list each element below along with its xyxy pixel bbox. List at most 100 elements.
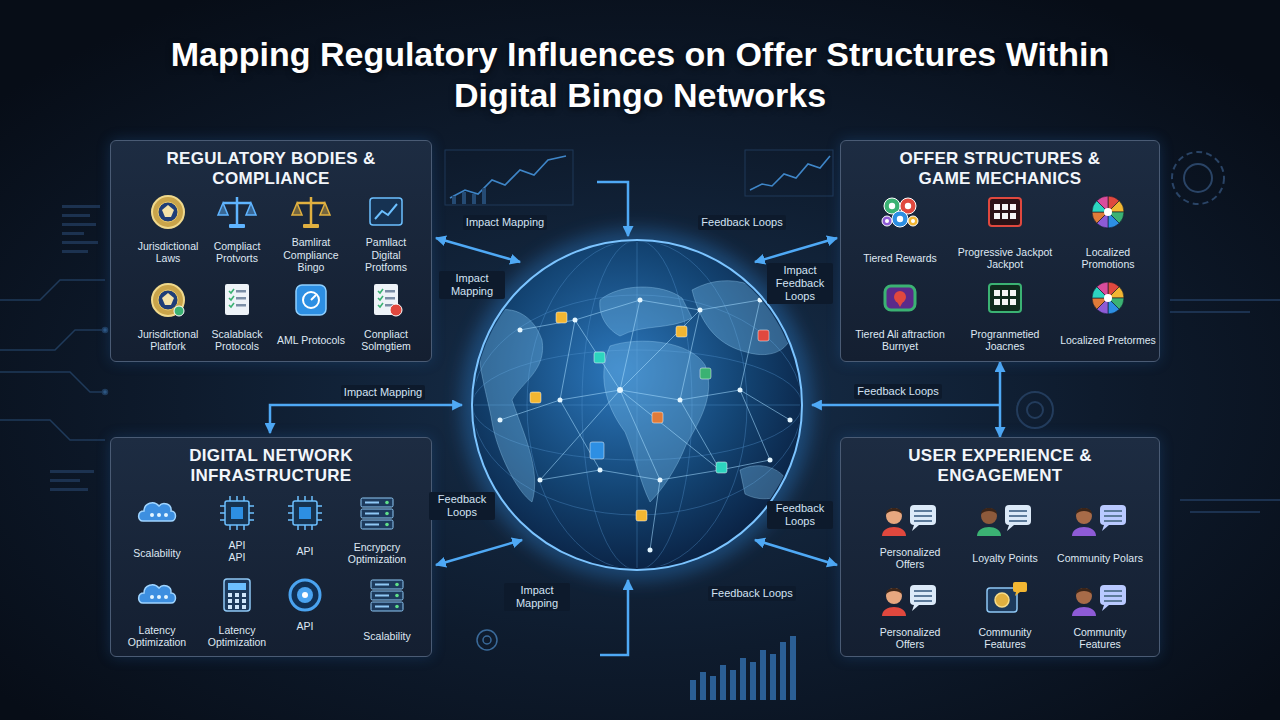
decor-shape xyxy=(716,462,727,473)
icon-part xyxy=(908,216,918,226)
icon-part xyxy=(395,605,399,609)
decor-shape xyxy=(676,326,687,337)
decor-shape xyxy=(598,468,603,473)
icon-part xyxy=(164,595,168,599)
icon-part xyxy=(242,593,246,597)
icon-part xyxy=(989,198,1021,226)
icon-part xyxy=(229,525,231,530)
decor-shape xyxy=(530,392,541,403)
icon-part xyxy=(229,224,245,228)
icon-part xyxy=(158,290,178,310)
icon-part xyxy=(139,503,176,521)
flow-label: Feedback Loops xyxy=(698,215,785,230)
label-holder: Impact Mapping xyxy=(439,271,505,299)
icon-part xyxy=(989,284,1021,312)
icon-part xyxy=(317,519,322,521)
label-holder: Compliact Protvorts xyxy=(201,240,273,265)
decor-shape xyxy=(758,330,769,341)
decor-shape xyxy=(745,150,833,196)
icon-caption: Scalability xyxy=(363,630,410,643)
icon-part xyxy=(1076,588,1092,594)
icon-part xyxy=(288,519,293,521)
flow-label: Feedback Loops xyxy=(429,492,495,520)
decor-shape xyxy=(500,300,790,550)
icon-part xyxy=(236,197,239,225)
label-holder: Conpliact Solmgtiem xyxy=(350,328,422,353)
icon-part xyxy=(174,306,184,316)
label-holder: Encrypcry Optimization xyxy=(341,541,413,566)
panel-heading: USER EXPERIENCE & ENGAGEMENT xyxy=(884,446,1116,486)
icon-caption: AML Protocols xyxy=(277,334,345,347)
icon-part xyxy=(236,297,246,300)
icon-part xyxy=(218,203,228,215)
decor-shape xyxy=(50,470,94,473)
icon-part xyxy=(220,519,225,521)
icon-part xyxy=(139,585,176,603)
label-holder: Community Features xyxy=(1055,626,1145,651)
icon-part xyxy=(1104,600,1122,602)
icon-part xyxy=(304,496,306,501)
icon-part xyxy=(882,216,892,226)
label-holder: Localized Pretormes xyxy=(1060,334,1156,347)
label-holder: Tiered Ali aftraction Burnyet xyxy=(850,328,950,353)
icon-part xyxy=(299,507,311,519)
icon-part xyxy=(297,587,313,603)
decor-shape xyxy=(62,250,88,253)
decor-shape xyxy=(790,636,796,700)
panel-icon xyxy=(139,503,176,521)
panel-icon xyxy=(1072,505,1126,536)
label-holder: Feedback Loops xyxy=(429,492,495,520)
decor-shape xyxy=(755,540,837,565)
decor-shape xyxy=(740,300,770,460)
decor-shape xyxy=(738,388,743,393)
icon-part xyxy=(235,593,239,597)
icon-part xyxy=(886,508,902,514)
icon-part xyxy=(288,512,293,514)
label-holder: Feedback Loops xyxy=(708,586,795,601)
icon-part xyxy=(914,515,932,517)
icon-part xyxy=(162,205,174,217)
icon-part xyxy=(1102,605,1109,611)
icon-part xyxy=(1102,525,1109,531)
icon-part xyxy=(981,508,997,524)
icon-part xyxy=(1015,592,1020,596)
icon-part xyxy=(395,594,399,598)
icon-part xyxy=(236,304,246,307)
decor-shape xyxy=(652,412,663,423)
label-holder: AML Protocols xyxy=(277,334,345,347)
icon-caption: Encrypcry Optimization xyxy=(341,541,413,566)
icon-part xyxy=(987,588,1017,612)
icon-caption: Tiered Ali aftraction Burnyet xyxy=(850,328,950,353)
decor-shape xyxy=(755,238,837,262)
icon-part xyxy=(317,512,322,514)
icon-part xyxy=(236,496,238,501)
icon-part xyxy=(310,197,313,225)
decor-shape xyxy=(730,670,736,700)
label-holder: Localized Promotions xyxy=(1060,246,1156,271)
icon-part xyxy=(311,525,313,530)
decor-shape xyxy=(590,442,604,459)
label-holder: Pamllact Digital Protfoms xyxy=(350,236,422,274)
panel-icon xyxy=(882,505,936,536)
icon-part xyxy=(886,588,902,604)
decor-shape xyxy=(103,328,108,333)
icon-caption: Scalablack Protocols xyxy=(201,328,273,353)
label-holder: Latency Optimization xyxy=(201,624,273,649)
decor-shape xyxy=(103,390,108,395)
panel-heading: REGULATORY BODIES & COMPLIANCE xyxy=(155,149,387,189)
decor-shape xyxy=(436,540,522,565)
decor-shape xyxy=(1170,300,1280,512)
icon-part xyxy=(304,525,306,530)
label-holder: Latency Optimization xyxy=(121,624,193,649)
icon-caption: Community Features xyxy=(1055,626,1145,651)
decor-shape xyxy=(452,188,486,204)
icon-part xyxy=(1010,204,1016,210)
decor-shape xyxy=(498,418,503,423)
icon-caption: Progranmetied Joacnes xyxy=(955,328,1055,353)
panel-icon xyxy=(288,496,322,530)
icon-part xyxy=(371,591,403,600)
label-holder: Feedback Loops xyxy=(854,384,941,399)
decor-shape xyxy=(452,196,456,204)
decor-shape xyxy=(678,398,683,403)
decor-shape xyxy=(518,328,523,333)
